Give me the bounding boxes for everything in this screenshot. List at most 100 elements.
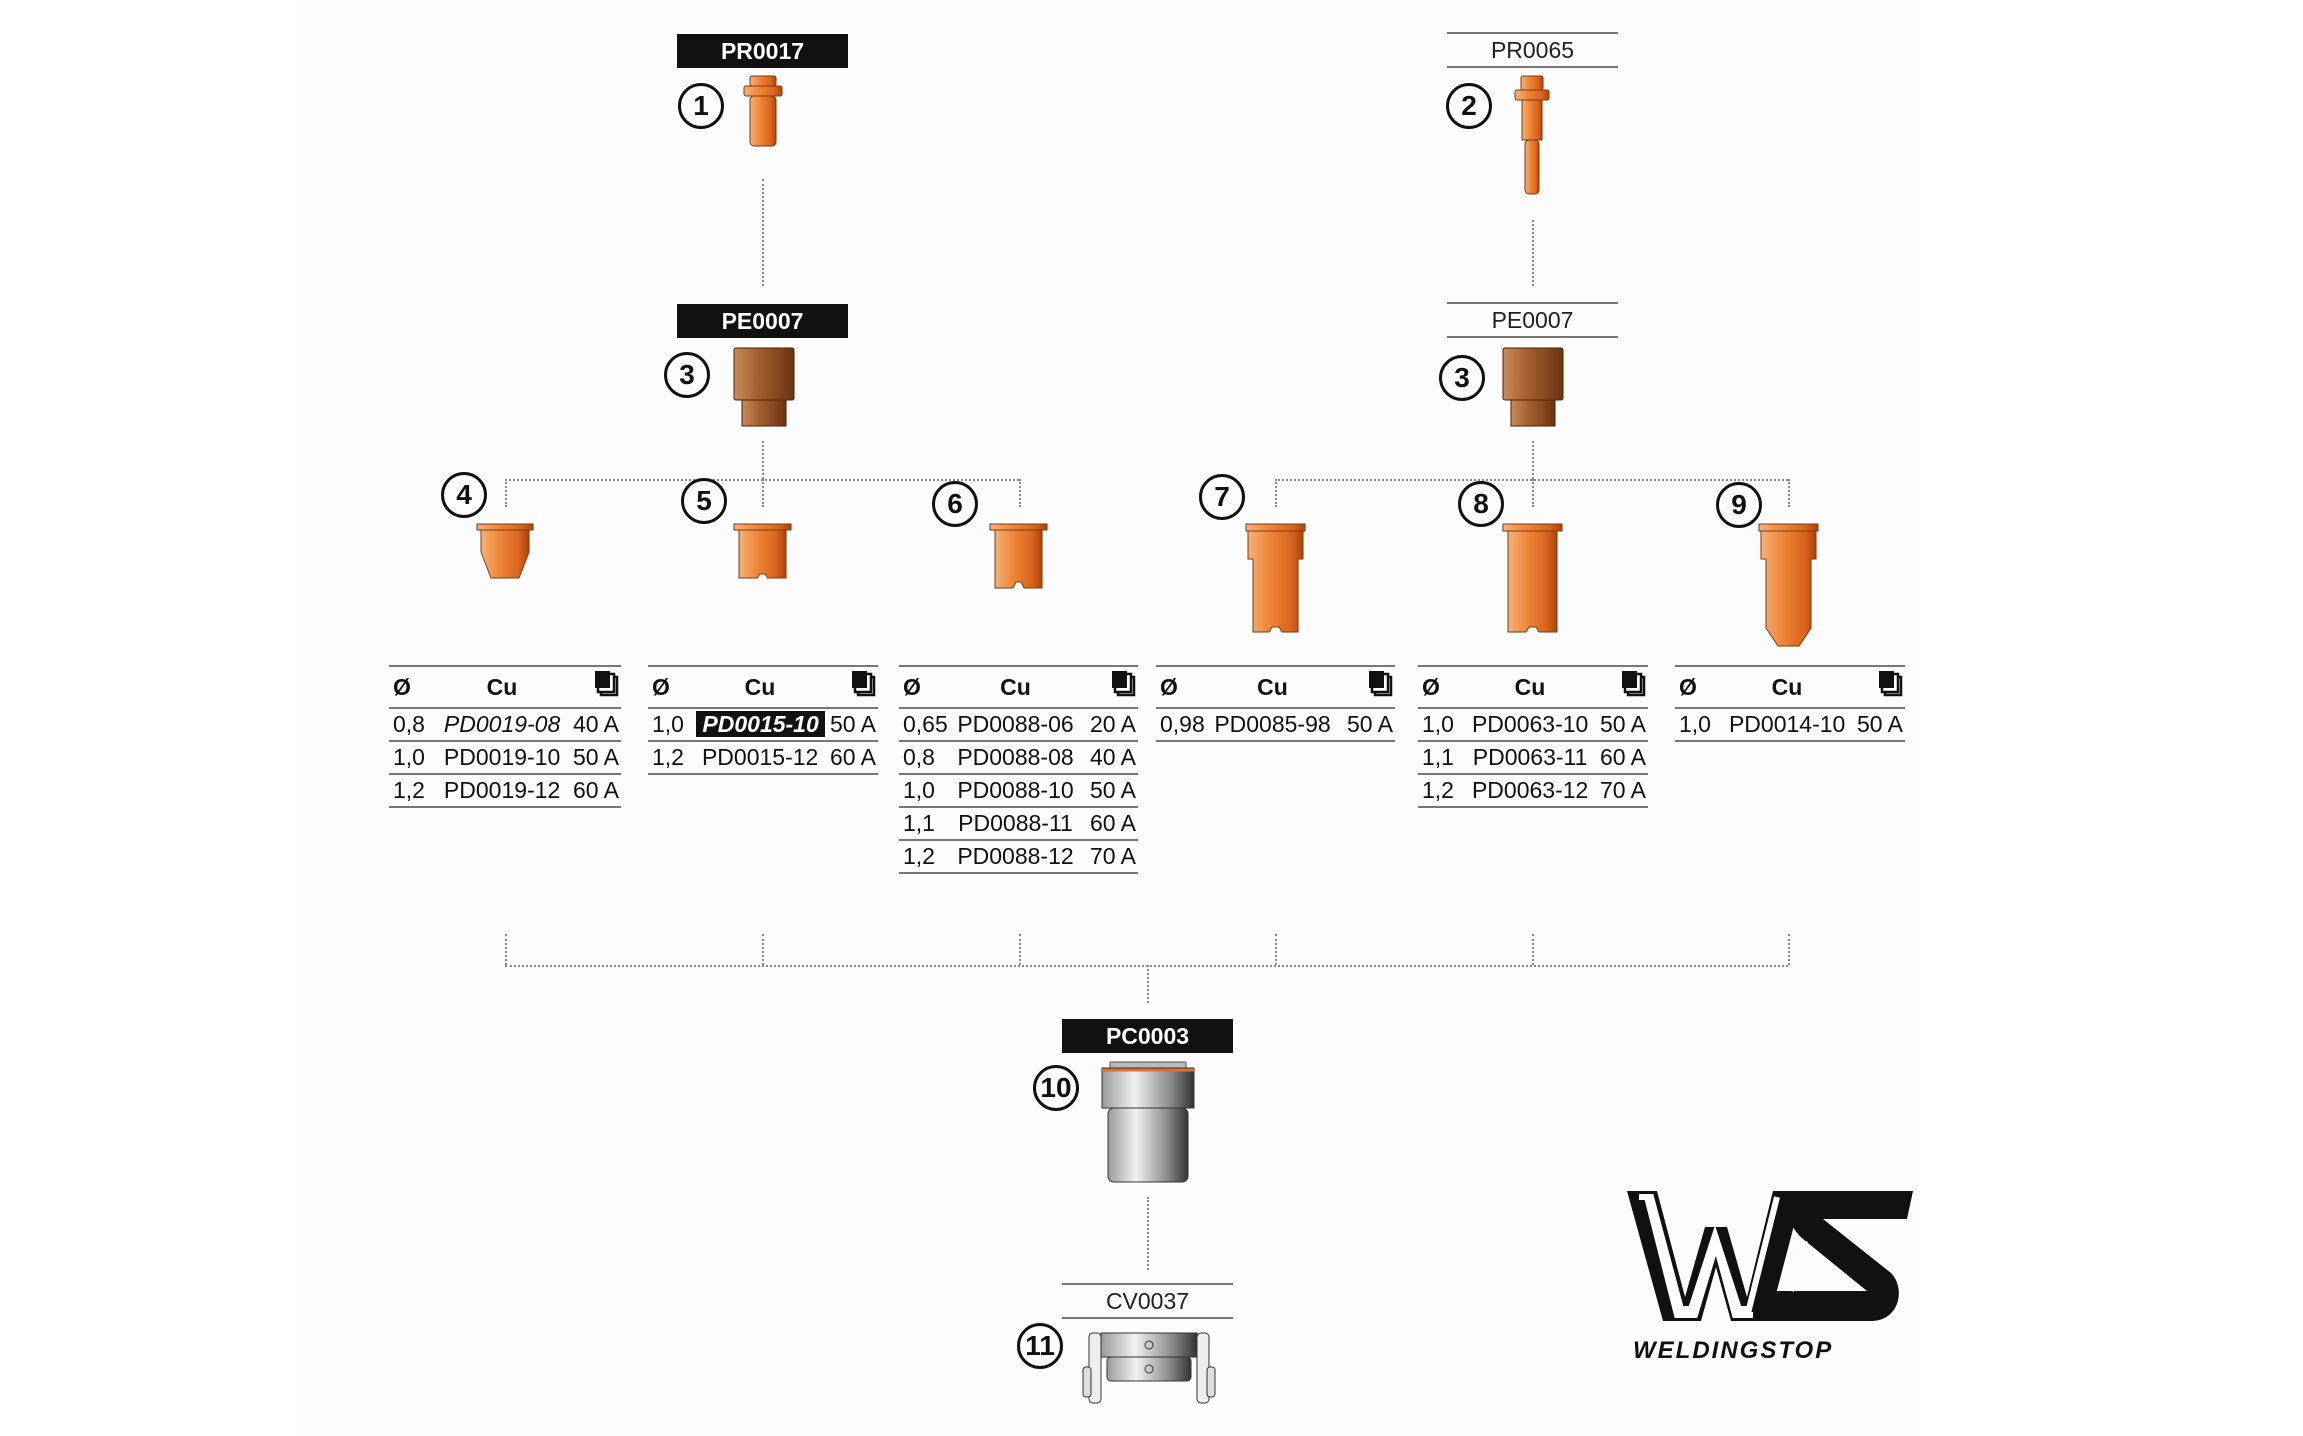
diameter-cell: 1,1 <box>903 810 935 836</box>
part-number-cell: PD0088-12 <box>957 843 1074 869</box>
copper-header: Cu <box>1257 673 1288 700</box>
part-number-cell: PD0019-08 <box>443 711 561 737</box>
amperage-cell: 50 A <box>1346 711 1393 737</box>
part-number-cell: PD0019-10 <box>443 744 561 770</box>
table-header: Ø Cu <box>899 667 1138 709</box>
diameter-cell: 1,0 <box>903 777 935 803</box>
diameter-cell: 0,8 <box>903 744 935 770</box>
connector-line <box>1788 934 1790 965</box>
quantity-pack-icon <box>1076 671 1138 703</box>
connector-line <box>1019 479 1021 507</box>
item-number-4: 4 <box>441 472 487 518</box>
item-number-2: 2 <box>1446 83 1492 129</box>
diameter-cell: 0,65 <box>903 711 948 737</box>
table-header: Ø Cu <box>389 667 621 709</box>
tip-9-image <box>1758 523 1819 647</box>
diameter-cell: 1,2 <box>1422 777 1454 803</box>
item-number-3-left: 3 <box>664 352 710 398</box>
diameter-cell: 0,8 <box>393 711 425 737</box>
connector-line <box>762 479 764 507</box>
copper-header: Cu <box>1514 673 1546 700</box>
part-code-pe0007-right: PE0007 <box>1447 302 1618 338</box>
table-header: Ø Cu <box>1675 667 1905 709</box>
part-number-cell: PD0015-10 <box>696 711 825 737</box>
tip-5-image <box>733 523 792 579</box>
item-number-5: 5 <box>681 478 727 524</box>
amperage-cell: 70 A <box>1089 843 1136 869</box>
part-number-cell: PD0015-12 <box>701 744 819 770</box>
tip-7-image <box>1245 523 1306 633</box>
diameter-cell: 1,0 <box>1422 711 1454 737</box>
spacer-image <box>1082 1332 1216 1404</box>
connector-line <box>762 441 764 479</box>
copper-header: Cu <box>1000 673 1031 700</box>
quantity-pack-icon <box>816 671 878 703</box>
item-number-7: 7 <box>1199 474 1245 520</box>
diameter-cell: 1,2 <box>393 777 425 803</box>
tip-8-image <box>1502 523 1563 633</box>
item-number-1: 1 <box>678 83 724 129</box>
connector-line <box>505 479 507 507</box>
connector-line <box>1147 965 1149 1003</box>
item-number-6: 6 <box>932 481 978 527</box>
diameter-header: Ø <box>1679 673 1697 700</box>
part-number-cell: PD0085-98 <box>1214 711 1331 737</box>
item-number-3-right: 3 <box>1439 355 1485 401</box>
connector-line <box>1275 934 1277 965</box>
part-number-cell: PD0019-12 <box>443 777 561 803</box>
tip-6-image <box>989 523 1048 589</box>
amperage-cell: 50 A <box>1089 777 1136 803</box>
amperage-cell: 20 A <box>1089 711 1136 737</box>
diameter-header: Ø <box>393 673 411 700</box>
copper-header: Cu <box>1771 673 1803 700</box>
diameter-cell: 1,0 <box>652 711 684 737</box>
table-header: Ø Cu <box>1418 667 1648 709</box>
copper-header: Cu <box>486 673 518 700</box>
electrode-pr0065-image <box>1514 75 1550 195</box>
connector-line <box>1532 479 1534 507</box>
part-code-cv0037: CV0037 <box>1062 1283 1233 1319</box>
connector-line <box>1275 479 1277 507</box>
amperage-cell: 40 A <box>572 711 619 737</box>
connector-line <box>505 934 507 965</box>
part-number-cell: PD0014-10 <box>1728 711 1846 737</box>
connector-line <box>762 934 764 965</box>
amperage-cell: 50 A <box>1856 711 1903 737</box>
part-number-cell: PD0088-08 <box>957 744 1074 770</box>
connector-line <box>505 965 1788 967</box>
connector-line <box>1147 1197 1149 1270</box>
part-number-cell: PD0063-10 <box>1471 711 1589 737</box>
logo-wordmark: WELDINGSTOP <box>1633 1337 1834 1364</box>
diameter-header: Ø <box>1422 673 1440 700</box>
quantity-pack-icon <box>1843 671 1905 703</box>
weldingstop-logo: WELDINGSTOP <box>1623 1187 1915 1367</box>
diameter-header: Ø <box>1160 673 1178 700</box>
part-number-cell: PD0063-11 <box>1472 744 1588 770</box>
swirl-ring-left-image <box>733 347 795 427</box>
part-number-cell: PD0088-10 <box>957 777 1074 803</box>
connector-line <box>1788 479 1790 507</box>
diameter-cell: 1,0 <box>393 744 425 770</box>
part-code-pr0017: PR0017 <box>677 34 848 68</box>
electrode-pr0017-image <box>743 75 783 147</box>
part-code-pr0065: PR0065 <box>1447 32 1618 68</box>
connector-line <box>762 179 764 286</box>
item-number-10: 10 <box>1033 1065 1079 1111</box>
table-row: 1,0 PD0088-10 50 A <box>899 775 1138 808</box>
swirl-ring-right-image <box>1502 347 1564 427</box>
diameter-header: Ø <box>903 673 921 700</box>
